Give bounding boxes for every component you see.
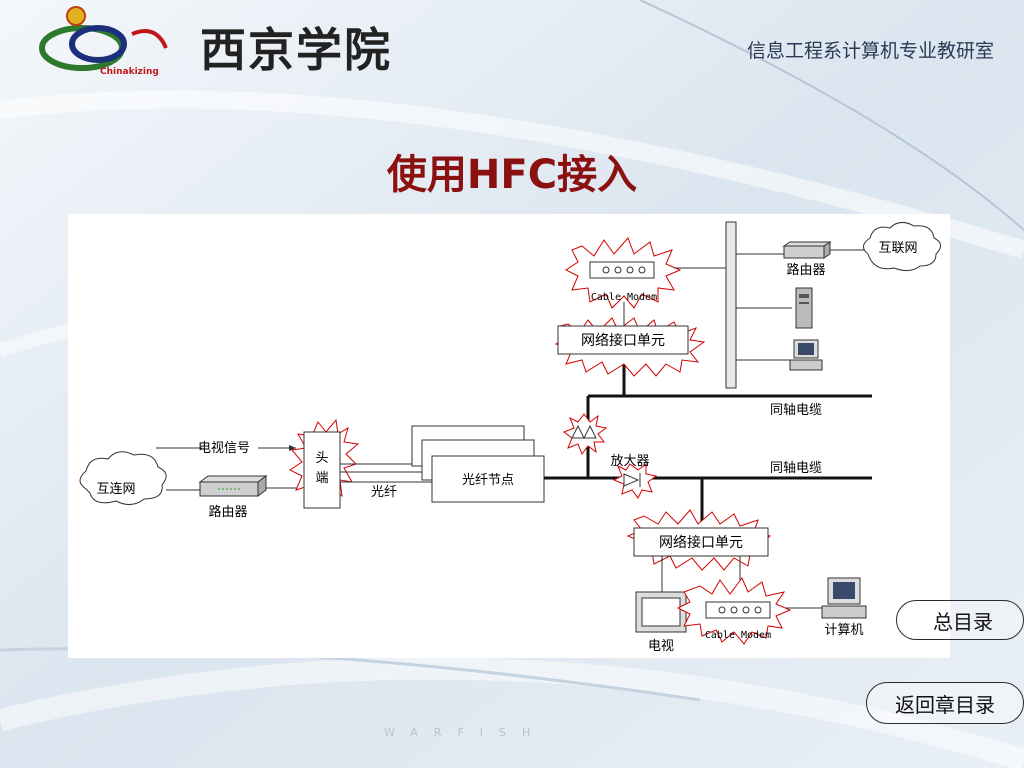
school-name: 西京学院 xyxy=(200,23,392,77)
logo-caption: Chinakizing xyxy=(100,67,159,77)
internet-cloud-right: 互联网 xyxy=(863,222,941,272)
router-left-label: 路由器 xyxy=(208,504,247,520)
niu-bottom: 网络接口单元 xyxy=(626,509,772,571)
footer-watermark: WARFISH xyxy=(384,726,547,739)
hfc-network-diagram: 互连网 路由器 电视信号 头 端 光纤 光纤节点 同轴电缆 同轴电缆 xyxy=(68,214,950,658)
cable-modem-bottom-label: Cable Modem xyxy=(705,630,771,641)
router-right: 路由器 xyxy=(782,241,832,278)
amplifier-vertical xyxy=(562,413,608,456)
head-end-label-2: 端 xyxy=(315,471,328,486)
internet-cloud-left: 互连网 xyxy=(79,451,167,505)
tv-label: 电视 xyxy=(648,639,674,654)
chapter-contents-button[interactable]: 返回章目录 xyxy=(866,682,1024,724)
tv-signal-label: 电视信号 xyxy=(198,441,250,456)
computer-icon: 计算机 xyxy=(821,577,867,638)
slide-title: 使用HFC接入 xyxy=(386,152,638,198)
niu-bottom-label: 网络接口单元 xyxy=(659,534,743,551)
internet-right-label: 互联网 xyxy=(878,241,917,256)
fiber-node-label: 光纤节点 xyxy=(462,473,514,488)
computer-label: 计算机 xyxy=(824,623,863,638)
router-left: 路由器 xyxy=(198,475,268,520)
fiber-label: 光纤 xyxy=(371,485,397,500)
coax-label-1: 同轴电缆 xyxy=(770,402,822,418)
fiber-node: 光纤节点 xyxy=(411,425,545,503)
coax-label-2: 同轴电缆 xyxy=(770,460,822,476)
tv-icon: 电视 xyxy=(635,591,687,654)
server-icon xyxy=(795,287,813,329)
department-name: 信息工程系计算机专业教研室 xyxy=(746,40,994,62)
total-contents-button[interactable]: 总目录 xyxy=(896,600,1024,640)
head-end-label-1: 头 xyxy=(315,451,328,466)
amplifier-horizontal xyxy=(612,463,658,499)
cable-modem-bottom: Cable Modem xyxy=(676,577,792,645)
internet-left-label: 互连网 xyxy=(96,481,135,497)
school-logo: Chinakizing xyxy=(39,6,168,77)
cable-modem-top: Cable Modem xyxy=(565,237,682,309)
cable-modem-top-label: Cable Modem xyxy=(591,292,657,303)
head-end: 头 端 xyxy=(289,418,360,509)
total-contents-label: 总目录 xyxy=(933,609,993,634)
pc-icon-top xyxy=(789,339,823,371)
router-right-label: 路由器 xyxy=(786,262,825,278)
header: Chinakizing 西京学院 信息工程系计算机专业教研室 xyxy=(0,0,1024,100)
lan-bus xyxy=(725,221,737,389)
niu-top-label: 网络接口单元 xyxy=(581,332,665,349)
amplifier-label: 放大器 xyxy=(610,454,649,469)
niu-top: 网络接口单元 xyxy=(554,317,706,377)
chapter-contents-label: 返回章目录 xyxy=(895,692,995,717)
